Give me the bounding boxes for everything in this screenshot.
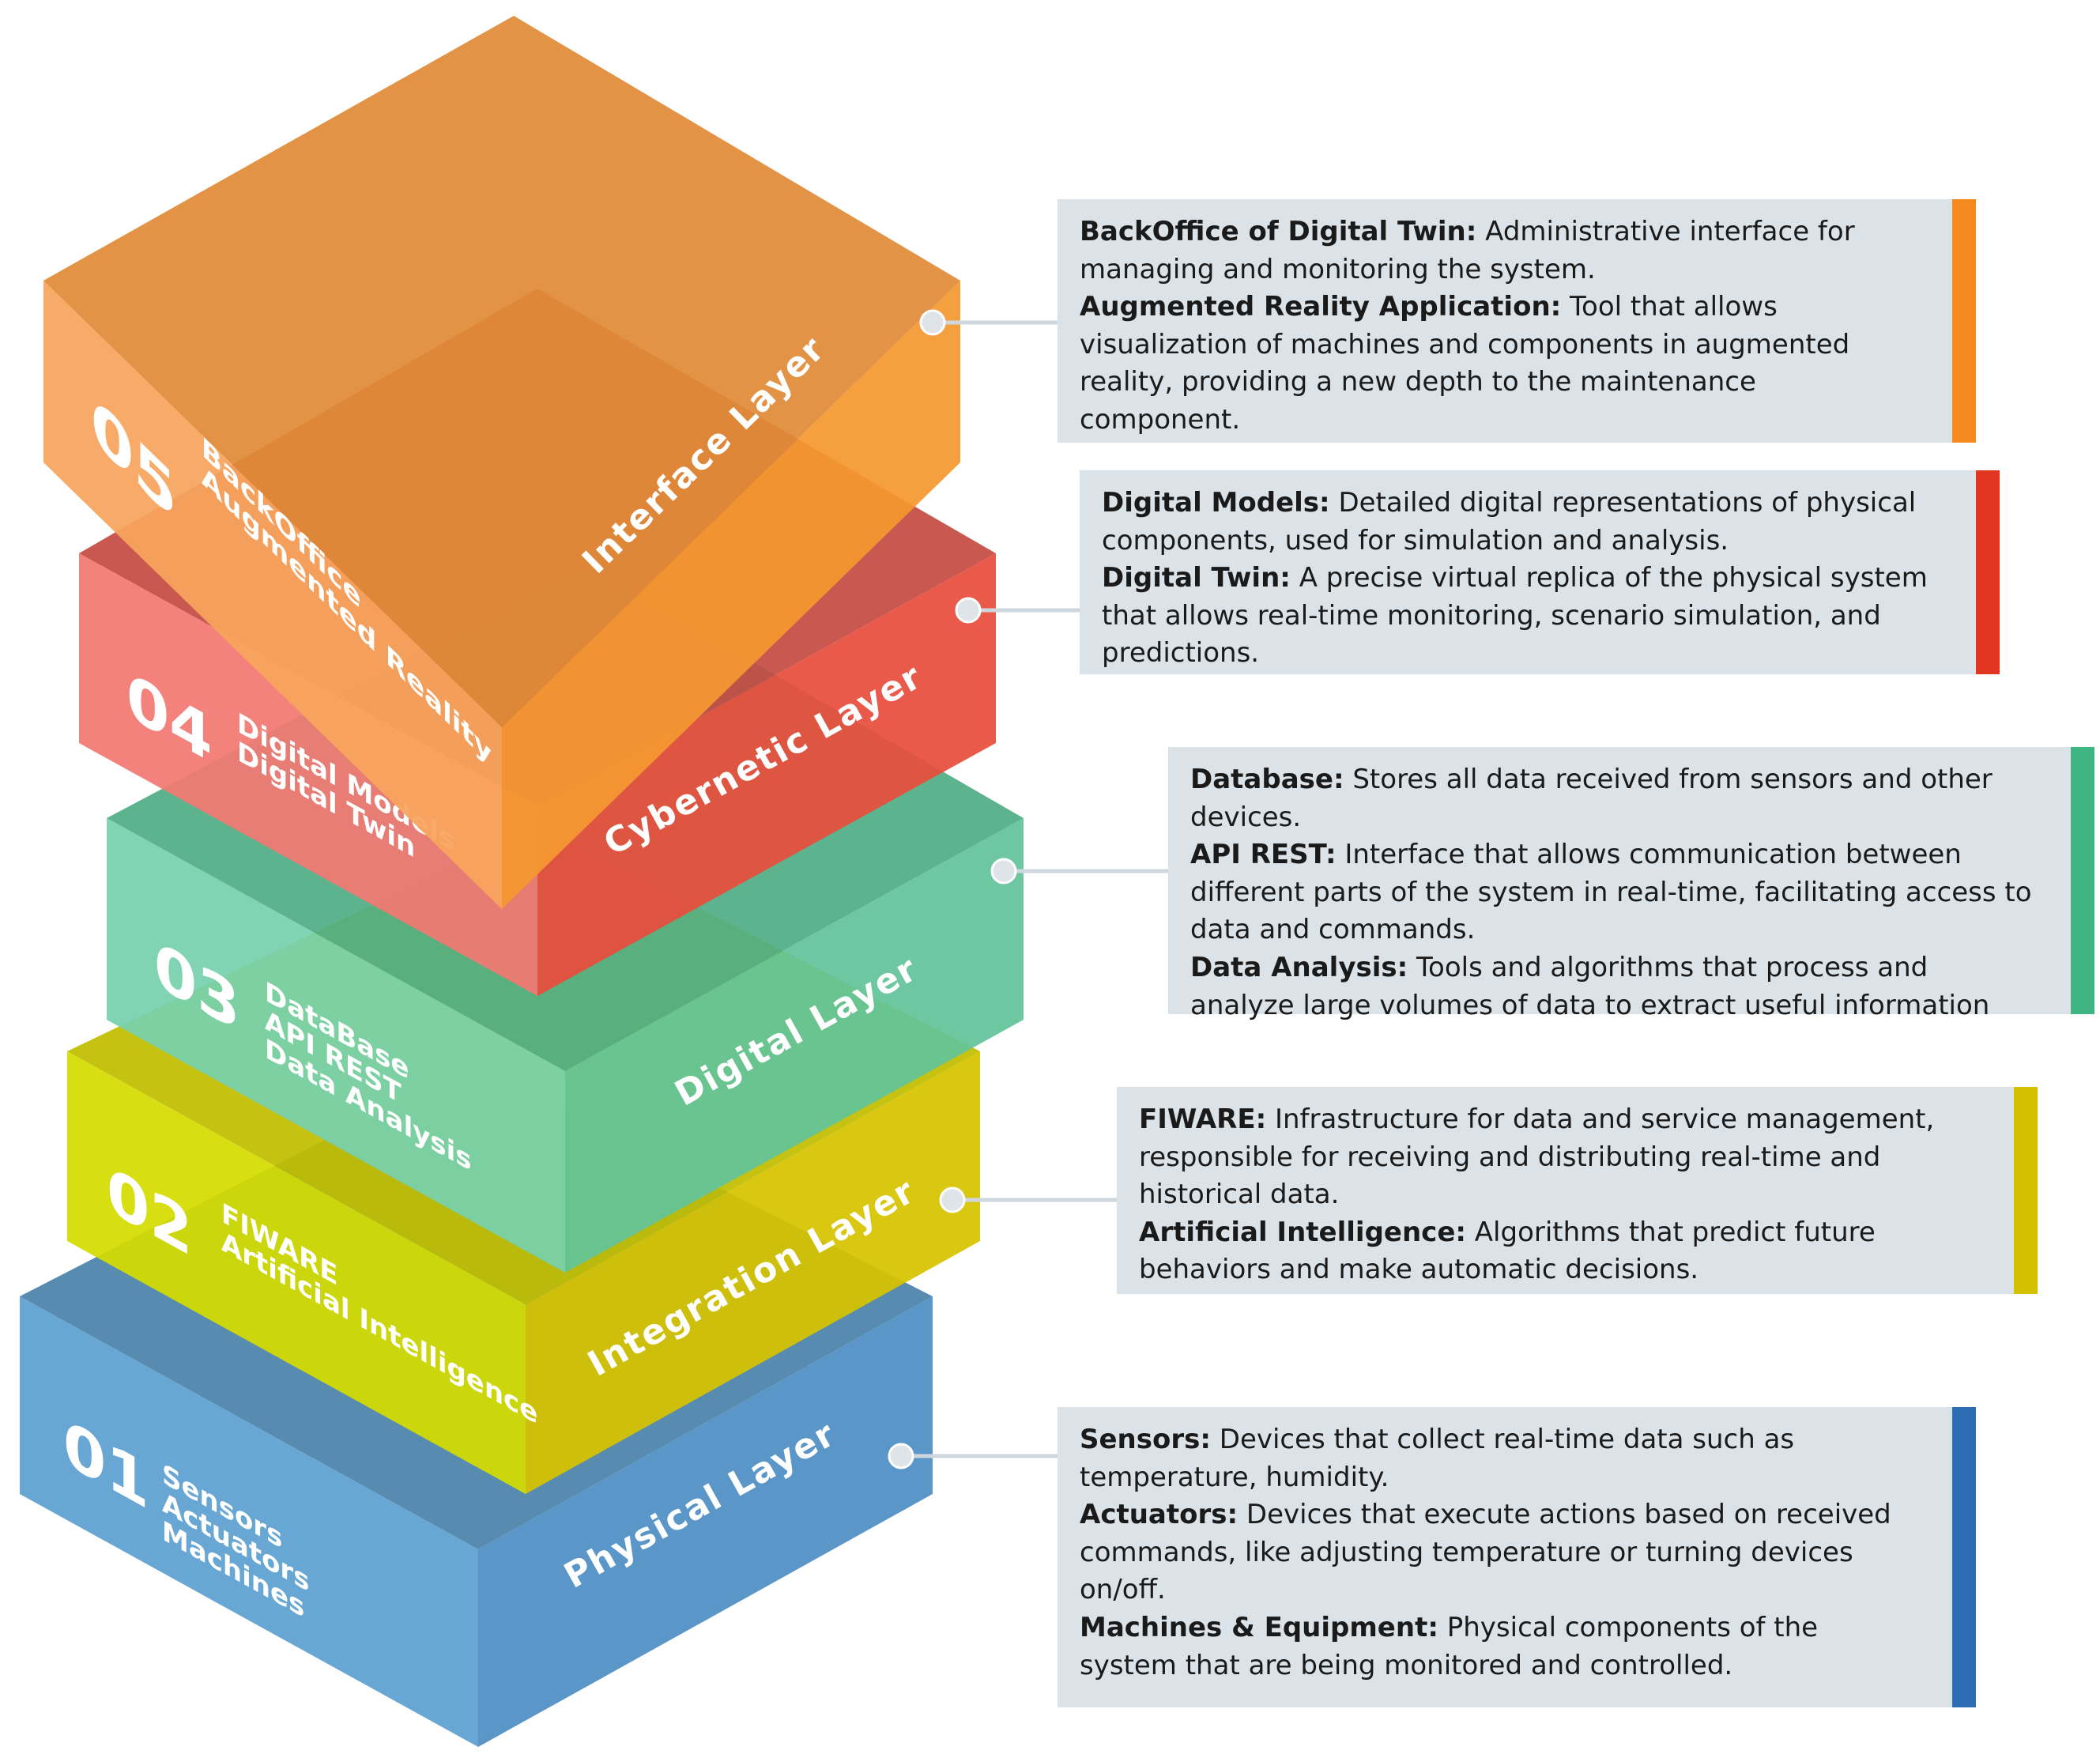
description-entry: Sensors: Devices that collect real-time … <box>1080 1421 1921 1496</box>
description-term: FIWARE: <box>1139 1103 1267 1135</box>
description-entry: API REST: Interface that allows communic… <box>1190 836 2039 949</box>
description-entry: Database: Stores all data received from … <box>1190 761 2039 836</box>
description-box-layer-02: FIWARE: Infrastructure for data and serv… <box>1117 1087 2038 1294</box>
connector-dot <box>888 1443 914 1469</box>
description-entry: Augmented Reality Application: Tool that… <box>1080 289 1921 439</box>
description-entry: BackOffice of Digital Twin: Administrati… <box>1080 213 1921 289</box>
layer-left-face <box>20 1296 478 1747</box>
description-entry: Machines & Equipment: Physical component… <box>1080 1609 1921 1684</box>
description-text: Physical components of the system that a… <box>1080 1611 1819 1681</box>
layer-right-face <box>537 553 996 996</box>
description-text: A precise virtual replica of the physica… <box>1102 562 1928 670</box>
description-entry: FIWARE: Infrastructure for data and serv… <box>1139 1101 1982 1214</box>
description-entry: Artificial Intelligence: Algorithms that… <box>1139 1214 1982 1289</box>
layer-right-face <box>565 818 1024 1273</box>
accent-bar <box>1952 1407 1976 1707</box>
description-text: Tools and algorithms that process and an… <box>1190 951 1990 1021</box>
description-term: Digital Models: <box>1102 487 1330 519</box>
description-term: Digital Twin: <box>1102 562 1291 594</box>
description-entry: Digital Models: Detailed digital represe… <box>1102 485 1944 560</box>
description-term: BackOffice of Digital Twin: <box>1080 216 1477 247</box>
description-term: Augmented Reality Application: <box>1080 291 1562 323</box>
description-term: Machines & Equipment: <box>1080 1611 1438 1643</box>
description-text: Detailed digital representations of phys… <box>1102 487 1917 556</box>
layer-right-face <box>478 1296 933 1747</box>
description-entry: Actuators: Devices that execute actions … <box>1080 1496 1921 1609</box>
description-term: Database: <box>1190 764 1344 795</box>
layer-left-face <box>107 818 565 1273</box>
description-text: Interface that allows communication betw… <box>1190 839 2032 946</box>
accent-bar <box>1976 470 2000 674</box>
description-entry: Digital Twin: A precise virtual replica … <box>1102 560 1944 673</box>
accent-bar <box>1952 199 1976 443</box>
connector-dot <box>939 1186 966 1213</box>
description-entry: Data Analysis: Tools and algorithms that… <box>1190 949 2039 1024</box>
description-term: Actuators: <box>1080 1499 1239 1531</box>
layer-right-face <box>526 1051 980 1494</box>
description-text: Tool that allows visualization of machin… <box>1080 291 1850 436</box>
description-term: Data Analysis: <box>1190 951 1408 983</box>
description-box-layer-03: Database: Stores all data received from … <box>1168 747 2094 1021</box>
layer-left-face <box>79 553 537 996</box>
description-box-layer-05: BackOffice of Digital Twin: Administrati… <box>1058 199 1976 443</box>
layer-left-face <box>43 281 502 909</box>
connector-dot <box>955 597 982 624</box>
description-text: Infrastructure for data and service mana… <box>1139 1103 1935 1211</box>
description-term: Sensors: <box>1080 1424 1211 1455</box>
connector-dot <box>919 309 946 336</box>
description-text: Devices that collect real-time data such… <box>1080 1424 1795 1493</box>
description-term: API REST: <box>1190 839 1337 871</box>
description-text: Administrative interface for managing an… <box>1080 216 1855 285</box>
description-term: Artificial Intelligence: <box>1139 1216 1466 1248</box>
description-box-layer-04: Digital Models: Detailed digital represe… <box>1080 470 2000 674</box>
layer-top-face <box>43 16 960 727</box>
description-text: Stores all data received from sensors an… <box>1190 764 1993 833</box>
layer-left-face <box>67 1051 526 1494</box>
accent-bar <box>2071 747 2094 1014</box>
layer-right-face <box>502 281 960 909</box>
description-text: Algorithms that predict future behaviors… <box>1139 1216 1876 1286</box>
connector-dot <box>990 858 1017 885</box>
accent-bar <box>2014 1087 2038 1294</box>
description-box-layer-01: Sensors: Devices that collect real-time … <box>1058 1407 1976 1707</box>
description-text: Devices that execute actions based on re… <box>1080 1499 1891 1606</box>
